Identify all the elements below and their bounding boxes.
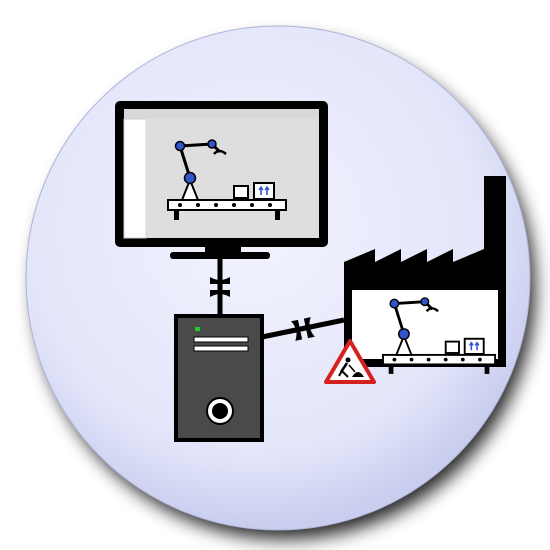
monitor-stand <box>170 252 270 259</box>
simulation-view <box>146 119 319 238</box>
desktop-tower-icon <box>174 314 264 442</box>
monitor-computer-link <box>210 259 230 316</box>
computer-factory-link <box>261 316 345 342</box>
construction-warning-sign-icon <box>324 339 376 384</box>
factory-chimney <box>484 176 506 286</box>
factory-sawtooth-roof <box>344 249 484 286</box>
power-button <box>212 403 228 419</box>
power-led <box>195 327 200 331</box>
monitor-icon <box>115 101 328 259</box>
factory-icon <box>344 176 506 376</box>
